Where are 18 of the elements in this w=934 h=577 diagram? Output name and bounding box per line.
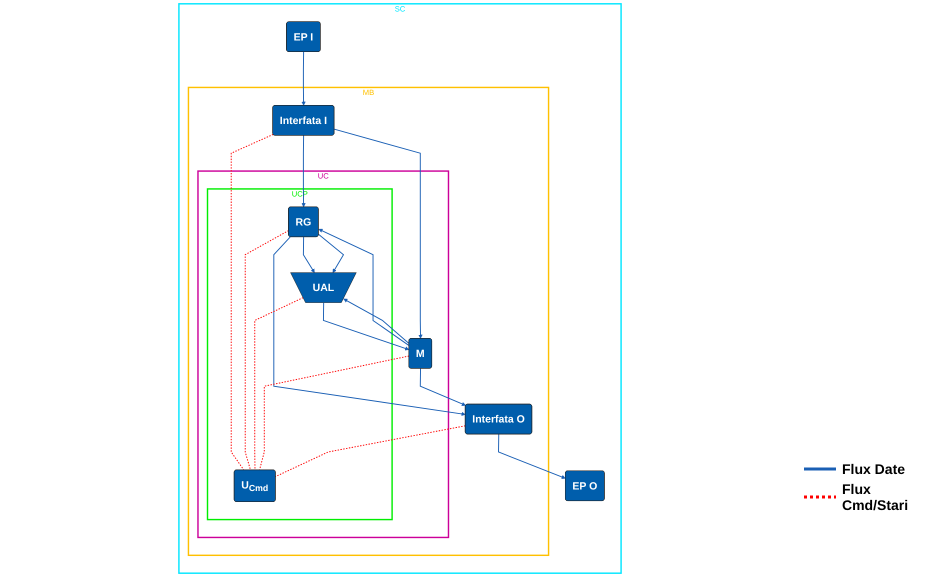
arrow	[273, 236, 466, 416]
arrow	[301, 135, 306, 208]
arrow	[322, 302, 410, 350]
arrow	[318, 234, 344, 273]
connector	[244, 230, 290, 471]
connector	[230, 134, 274, 471]
arrow	[301, 51, 306, 106]
connector	[254, 297, 304, 471]
legend-text: Flux Cmd/Stari	[842, 481, 910, 513]
arrow	[343, 298, 410, 344]
arrow	[334, 128, 423, 339]
arrow	[498, 434, 566, 479]
legend-text: Flux Date	[842, 461, 906, 477]
arrow	[302, 236, 315, 273]
connector	[259, 356, 410, 471]
arrow	[420, 368, 466, 406]
arrow	[318, 228, 410, 346]
connector	[275, 425, 466, 477]
